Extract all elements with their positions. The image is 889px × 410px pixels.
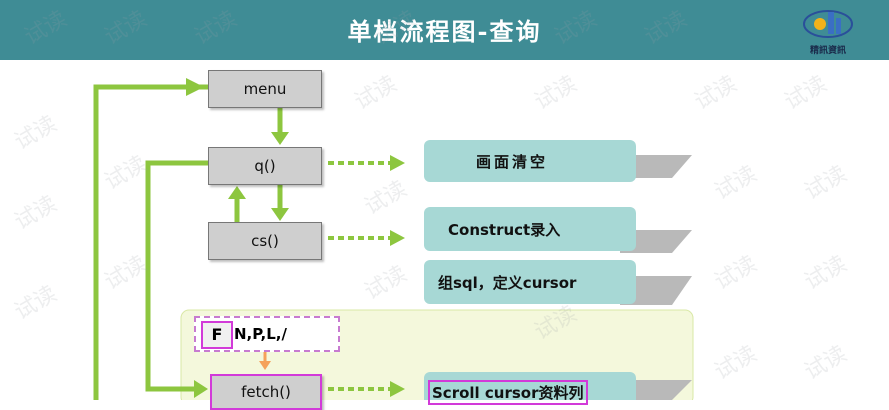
fetch-key-rest: N,P,L,/ <box>234 325 287 343</box>
fetch-key-first: F <box>201 321 233 349</box>
logo-text: 精訊資訊 <box>809 46 846 56</box>
watermark-text: 试读 <box>11 112 62 156</box>
logo: 精訊資訊 <box>770 2 886 58</box>
watermark-text: 试读 <box>11 192 62 236</box>
arrow-into-menu <box>186 78 204 96</box>
watermark-text: 试读 <box>351 72 402 116</box>
watermark-text: 试读 <box>711 342 762 386</box>
title-bar: 单档流程图-查询 精訊資訊 <box>0 0 889 60</box>
node-menu-label: menu <box>243 80 287 98</box>
watermark-text: 试读 <box>801 342 852 386</box>
note-clear: 画面清空 <box>476 153 549 171</box>
watermark-text: 试读 <box>641 7 692 51</box>
watermark-text: 试读 <box>21 7 72 51</box>
watermark-text: 试读 <box>551 7 602 51</box>
fetch-keys-box: F N,P,L,/ <box>194 316 340 352</box>
watermark-text: 试读 <box>101 252 152 296</box>
node-fetch: fetch() <box>210 374 322 410</box>
watermark-text: 试读 <box>371 7 422 51</box>
watermark-text: 试读 <box>361 177 412 221</box>
node-cs-label: cs() <box>251 232 279 250</box>
node-menu: menu <box>208 70 322 108</box>
node-cs: cs() <box>208 222 322 260</box>
arrow-into-fetch <box>194 380 208 398</box>
node-q: q() <box>208 147 322 185</box>
watermark-text: 试读 <box>801 162 852 206</box>
logo-icon <box>803 10 853 38</box>
watermark-text: 试读 <box>361 262 412 306</box>
note-scroll-label: Scroll cursor资料列 <box>428 380 588 405</box>
node-q-label: q() <box>254 157 276 175</box>
watermark-text: 试读 <box>11 282 62 326</box>
note-band-construct <box>424 207 636 251</box>
watermark-text: 试读 <box>711 162 762 206</box>
note-construct: Construct录入 <box>448 221 561 239</box>
note-sql: 组sql，定义cursor <box>438 274 577 292</box>
fetch-key-first-label: F <box>211 325 223 344</box>
slide-title: 单档流程图-查询 <box>347 17 542 46</box>
note-band-sql <box>424 260 636 304</box>
watermark-text: 试读 <box>101 152 152 196</box>
watermark-text: 试读 <box>531 72 582 116</box>
note-band-clear <box>424 140 636 182</box>
watermark-text: 试读 <box>711 252 762 296</box>
watermark-text: 试读 <box>101 7 152 51</box>
note-scroll: Scroll cursor资料列 <box>424 377 636 405</box>
note-band-scroll <box>424 372 636 400</box>
flow-diagram: 试读 试读 试读 试读 试读 试读 试读 试读 试读 试读 试读 试读 试读 试… <box>11 7 852 400</box>
watermark-text: 试读 <box>691 72 742 116</box>
watermark-text: 试读 <box>191 7 242 51</box>
loop-line-menu <box>93 84 208 400</box>
watermark-text: 试读 <box>801 252 852 296</box>
loop-line-fetch <box>145 160 208 392</box>
node-fetch-label: fetch() <box>241 383 291 401</box>
watermark-text: 试读 <box>781 72 832 116</box>
